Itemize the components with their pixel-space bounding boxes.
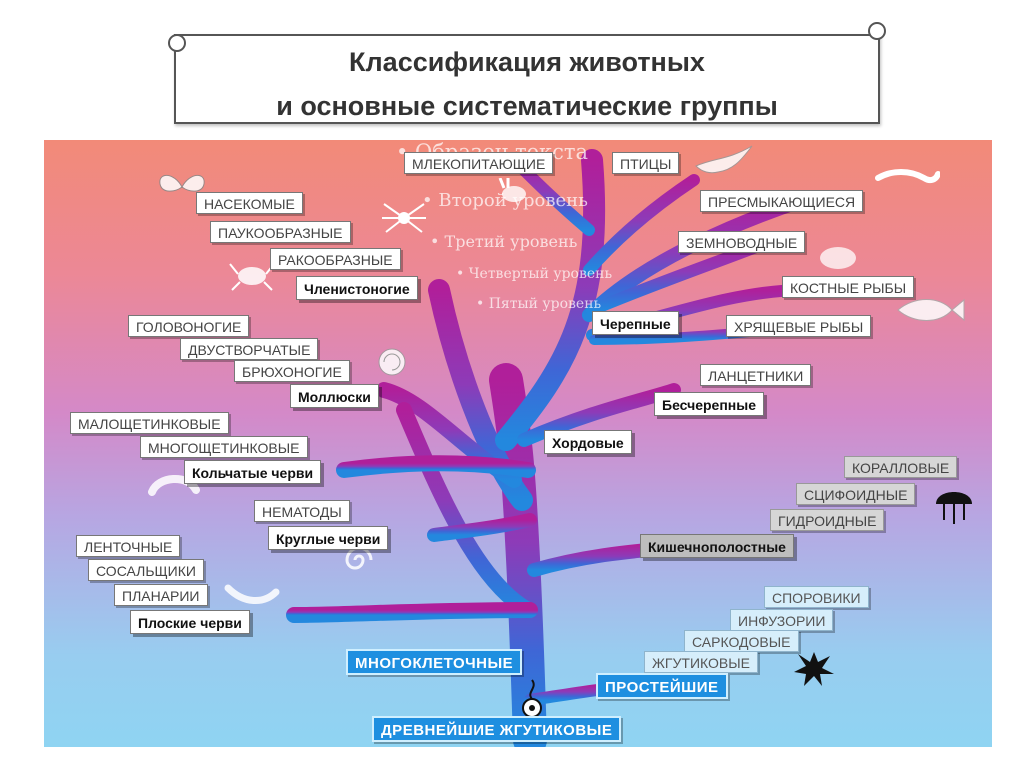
label-craniates: Черепные [592,311,679,335]
ghost-text-4: • Четвертый уровень [456,266,613,282]
mollusc-branch-2 [396,402,536,618]
label-tapeworms: ЛЕНТОЧНЫЕ [76,535,181,557]
label-infusoria: ИНФУЗОРИИ [730,609,834,631]
classification-tree: • Образец текста • Второй уровень • Трет… [44,140,992,747]
ghost-text-3: • Третий уровень [430,232,578,251]
label-hydrozoa: ГИДРОИДНЫЕ [770,509,885,531]
ghost-text-5: • Пятый уровень [476,296,602,312]
label-ancient-flagellates: ДРЕВНЕЙШИЕ ЖГУТИКОВЫЕ [372,716,622,742]
bird-branch [583,174,700,276]
label-flukes: СОСАЛЬЩИКИ [88,559,204,581]
scroll-curl-left [168,34,186,52]
label-arthropods: Членистоногие [296,276,418,300]
label-bony-fish: КОСТНЫЕ РЫБЫ [782,276,915,298]
label-acraniates: Бесчерепные [654,392,764,416]
label-scyphozoa: СЦИФОИДНЫЕ [796,483,916,505]
amoeba-icon [794,652,834,686]
title-line-2: и основные систематические группы [276,91,778,121]
title-scroll [174,34,880,124]
frog-icon [820,247,856,269]
chordate-branch [495,149,606,451]
label-lancelets: ЛАНЦЕТНИКИ [700,364,812,386]
label-arachnids: ПАУКООБРАЗНЫЕ [210,221,351,243]
label-molluscs: Моллюски [290,384,379,408]
label-oligochaetes: МАЛОЩЕТИНКОВЫЕ [70,412,229,434]
label-bivalves: ДВУСТВОРЧАТЫЕ [180,338,319,360]
title-line-1: Классификация животных [349,47,705,77]
label-sarcodina: САРКОДОВЫЕ [684,630,799,652]
scroll-curl-right [868,22,886,40]
snail-icon [378,348,406,376]
jellyfish-icon [936,492,972,524]
ghost-text-2: • Второй уровень [422,190,588,211]
fish-icon [897,298,965,322]
annelid-branch [336,455,536,478]
butterfly-icon [159,174,205,192]
lizard-icon [875,169,940,184]
label-planarians: ПЛАНАРИИ [114,584,208,606]
label-mammals: МЛЕКОПИТАЮЩИЕ [404,152,554,174]
rabbit-icon [498,178,526,202]
label-reptiles: ПРЕСМЫКАЮЩИЕСЯ [700,190,864,212]
label-crustaceans: РАКООБРАЗНЫЕ [270,248,401,270]
label-protozoa: ПРОСТЕЙШИЕ [596,673,728,699]
label-coelenterates: Кишечнополостные [640,534,794,558]
label-corals: КОРАЛЛОВЫЕ [844,456,958,478]
label-chordates: Хордовые [544,430,632,454]
title-banner: Классификация животных и основные систем… [168,22,886,130]
label-multicellular: МНОГОКЛЕТОЧНЫЕ [346,649,523,675]
label-annelids: Кольчатые черви [184,460,322,484]
label-cephalopods: ГОЛОВОНОГИЕ [128,315,250,337]
label-roundworms: Круглые черви [268,526,389,550]
label-gastropods: БРЮХОНОГИЕ [234,360,350,382]
spider-icon [382,203,426,233]
label-birds: ПТИЦЫ [612,152,680,174]
label-flagellates: ЖГУТИКОВЫЕ [644,651,758,673]
flatworm-branch [286,602,538,623]
label-flatworms: Плоские черви [130,610,250,634]
label-insects: НАСЕКОМЫЕ [196,192,303,214]
bird-icon [695,145,753,174]
worm-icon [148,474,200,496]
ancient-cell-icon [522,679,542,718]
label-amphibians: ЗЕМНОВОДНЫЕ [678,231,806,253]
label-nematodes: НЕМАТОДЫ [254,500,350,522]
page-title: Классификация животных и основные систем… [168,40,886,128]
roundworm-branch [427,513,537,542]
planaria-icon [224,584,280,604]
label-polychaetes: МНОГОЩЕТИНКОВЫЕ [140,436,308,458]
label-cartilaginous-fish: ХРЯЩЕВЫЕ РЫБЫ [726,315,872,337]
label-sporozoa: СПОРОВИКИ [764,586,869,608]
